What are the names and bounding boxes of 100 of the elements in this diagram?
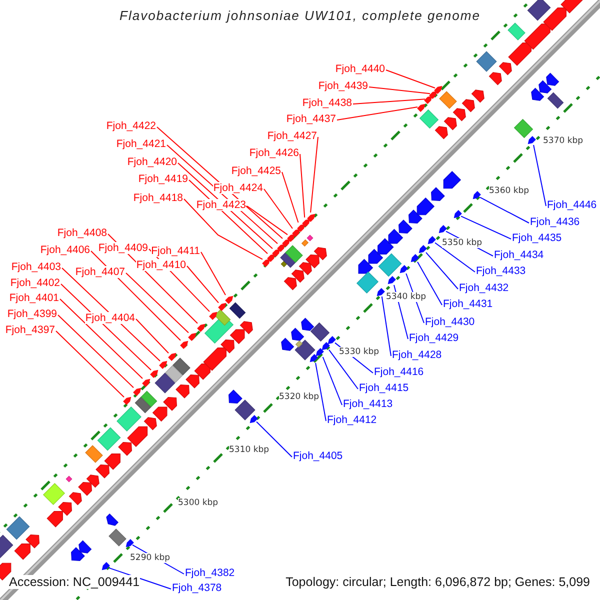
scale-label: 5360 kbp bbox=[489, 186, 530, 196]
leader-line bbox=[90, 250, 181, 341]
gene-label: Fjoh_4399 bbox=[7, 308, 57, 320]
gene-arrow-icon bbox=[298, 222, 306, 230]
gene-label: Fjoh_4430 bbox=[425, 316, 475, 328]
accession-text: Accession: NC_009441 bbox=[9, 575, 140, 589]
gene-label: Fjoh_4440 bbox=[335, 63, 385, 75]
gene-label: Fjoh_4404 bbox=[85, 312, 135, 324]
gene-arrow-icon bbox=[387, 277, 395, 285]
gene-label: Fjoh_4437 bbox=[286, 113, 336, 125]
gene-label: Fjoh_4429 bbox=[409, 332, 459, 344]
gene-arrow-icon bbox=[188, 332, 196, 340]
gene-arrow-icon bbox=[425, 95, 433, 103]
gene-label: Fjoh_4410 bbox=[136, 259, 186, 271]
leader-line bbox=[56, 330, 124, 398]
leader-line bbox=[256, 421, 292, 458]
gene-arrow-icon bbox=[315, 349, 323, 357]
gene-label: Fjoh_4427 bbox=[267, 130, 317, 142]
gene-label: Fjoh_4405 bbox=[293, 450, 343, 462]
gene-arrow-icon bbox=[198, 322, 206, 330]
gene-label: Fjoh_4406 bbox=[40, 244, 90, 256]
gene-arrow-icon bbox=[262, 258, 270, 266]
leader-line bbox=[315, 362, 326, 422]
gene-label: Fjoh_4425 bbox=[231, 165, 281, 177]
gene-arrow-icon bbox=[134, 386, 142, 394]
gene-arrow-icon bbox=[453, 211, 461, 219]
gene-arrow-icon bbox=[410, 254, 418, 262]
gene-label: Fjoh_4408 bbox=[57, 227, 107, 239]
leader-line bbox=[328, 349, 358, 390]
gene-label: Fjoh_4407 bbox=[75, 266, 125, 278]
gene-label: Fjoh_4433 bbox=[476, 265, 526, 277]
leader-line bbox=[282, 172, 299, 223]
chart-title: Flavobacterium johnsoniae UW101, complete genome bbox=[118, 8, 482, 23]
gene-arrow-icon bbox=[398, 266, 406, 274]
gene-arrow-icon bbox=[309, 355, 317, 363]
gene-label: Fjoh_4436 bbox=[530, 216, 580, 228]
gene-arrow-icon bbox=[376, 288, 384, 296]
leader-line bbox=[108, 567, 172, 590]
leader-line bbox=[62, 268, 160, 362]
gene-arrow-icon bbox=[418, 102, 426, 110]
leader-line bbox=[417, 261, 442, 306]
gene-label: Fjoh_4418 bbox=[133, 192, 183, 204]
genome-info-text: Topology: circular; Length: 6,096,872 bp; Genes: 5,099 bbox=[286, 575, 590, 589]
leader-line bbox=[368, 86, 430, 94]
gene-label: Fjoh_4409 bbox=[98, 242, 148, 254]
gene-label: Fjoh_4432 bbox=[459, 282, 509, 294]
gene-label: Fjoh_4413 bbox=[343, 398, 393, 410]
scale-label: 5350 kbp bbox=[442, 238, 482, 248]
gene-arrow-icon bbox=[272, 248, 280, 256]
gene-arrow-icon bbox=[308, 212, 316, 220]
leader-line bbox=[381, 296, 392, 356]
gene-arrow-icon bbox=[418, 246, 426, 254]
leader-line bbox=[200, 252, 226, 296]
gene-label: Fjoh_4397 bbox=[5, 324, 55, 336]
gene-arrow-icon bbox=[180, 340, 188, 348]
gene-arrow-icon bbox=[160, 360, 168, 368]
gene-label: Fjoh_4422 bbox=[106, 120, 156, 132]
gene-label: Fjoh_4403 bbox=[11, 261, 61, 273]
gene-label: Fjoh_4434 bbox=[494, 249, 544, 261]
leader-line bbox=[352, 98, 426, 104]
gene-arrow-icon bbox=[226, 294, 234, 302]
leader-line bbox=[60, 298, 143, 380]
leader-line bbox=[310, 136, 318, 213]
gene-label: Fjoh_4446 bbox=[547, 199, 597, 211]
gene-arrow-icon bbox=[124, 396, 132, 404]
gene-label: Fjoh_4419 bbox=[138, 173, 188, 185]
gene-arrow-icon bbox=[101, 563, 109, 571]
leader-line bbox=[246, 206, 288, 236]
gene-label: Fjoh_4435 bbox=[512, 232, 562, 244]
gene-arrow-icon bbox=[435, 85, 443, 93]
leader-line bbox=[178, 162, 273, 250]
gene-label: Fjoh_4426 bbox=[249, 147, 299, 159]
gene-arrow-icon bbox=[288, 232, 296, 240]
gene-arrow-icon bbox=[292, 228, 300, 236]
scale-label: 5370 kbp bbox=[543, 136, 584, 146]
leader-line bbox=[480, 196, 530, 224]
gene-arrow-icon bbox=[268, 252, 276, 260]
scale-label: 5300 kbp bbox=[178, 498, 218, 508]
gene-label: Fjoh_4439 bbox=[318, 80, 368, 92]
gene-label: Fjoh_4438 bbox=[302, 97, 352, 109]
leader-line bbox=[386, 70, 436, 88]
gene-label: Fjoh_4415 bbox=[359, 382, 409, 394]
leader-line bbox=[426, 252, 458, 290]
leader-line bbox=[434, 242, 476, 272]
gene-arrow-icon bbox=[302, 218, 310, 226]
gene-label: Fjoh_4424 bbox=[213, 182, 263, 194]
gene-arrow-icon bbox=[168, 352, 176, 360]
gene-arrow-icon bbox=[321, 343, 329, 351]
gene-label: Fjoh_4423 bbox=[196, 199, 246, 211]
leader-line bbox=[322, 356, 342, 406]
gene-arrow-icon bbox=[278, 242, 286, 250]
gene-label: Fjoh_4416 bbox=[374, 366, 424, 378]
gene-label: Fjoh_4401 bbox=[9, 292, 59, 304]
leader-line bbox=[136, 318, 169, 354]
gene-arrow-icon bbox=[218, 302, 226, 310]
scale-label: 5320 kbp bbox=[279, 392, 320, 402]
gene-arrow-icon bbox=[427, 237, 435, 245]
gene-label: Fjoh_4378 bbox=[172, 582, 222, 594]
gene-arrow-icon bbox=[327, 337, 335, 345]
gene-arrow-icon bbox=[472, 192, 480, 200]
